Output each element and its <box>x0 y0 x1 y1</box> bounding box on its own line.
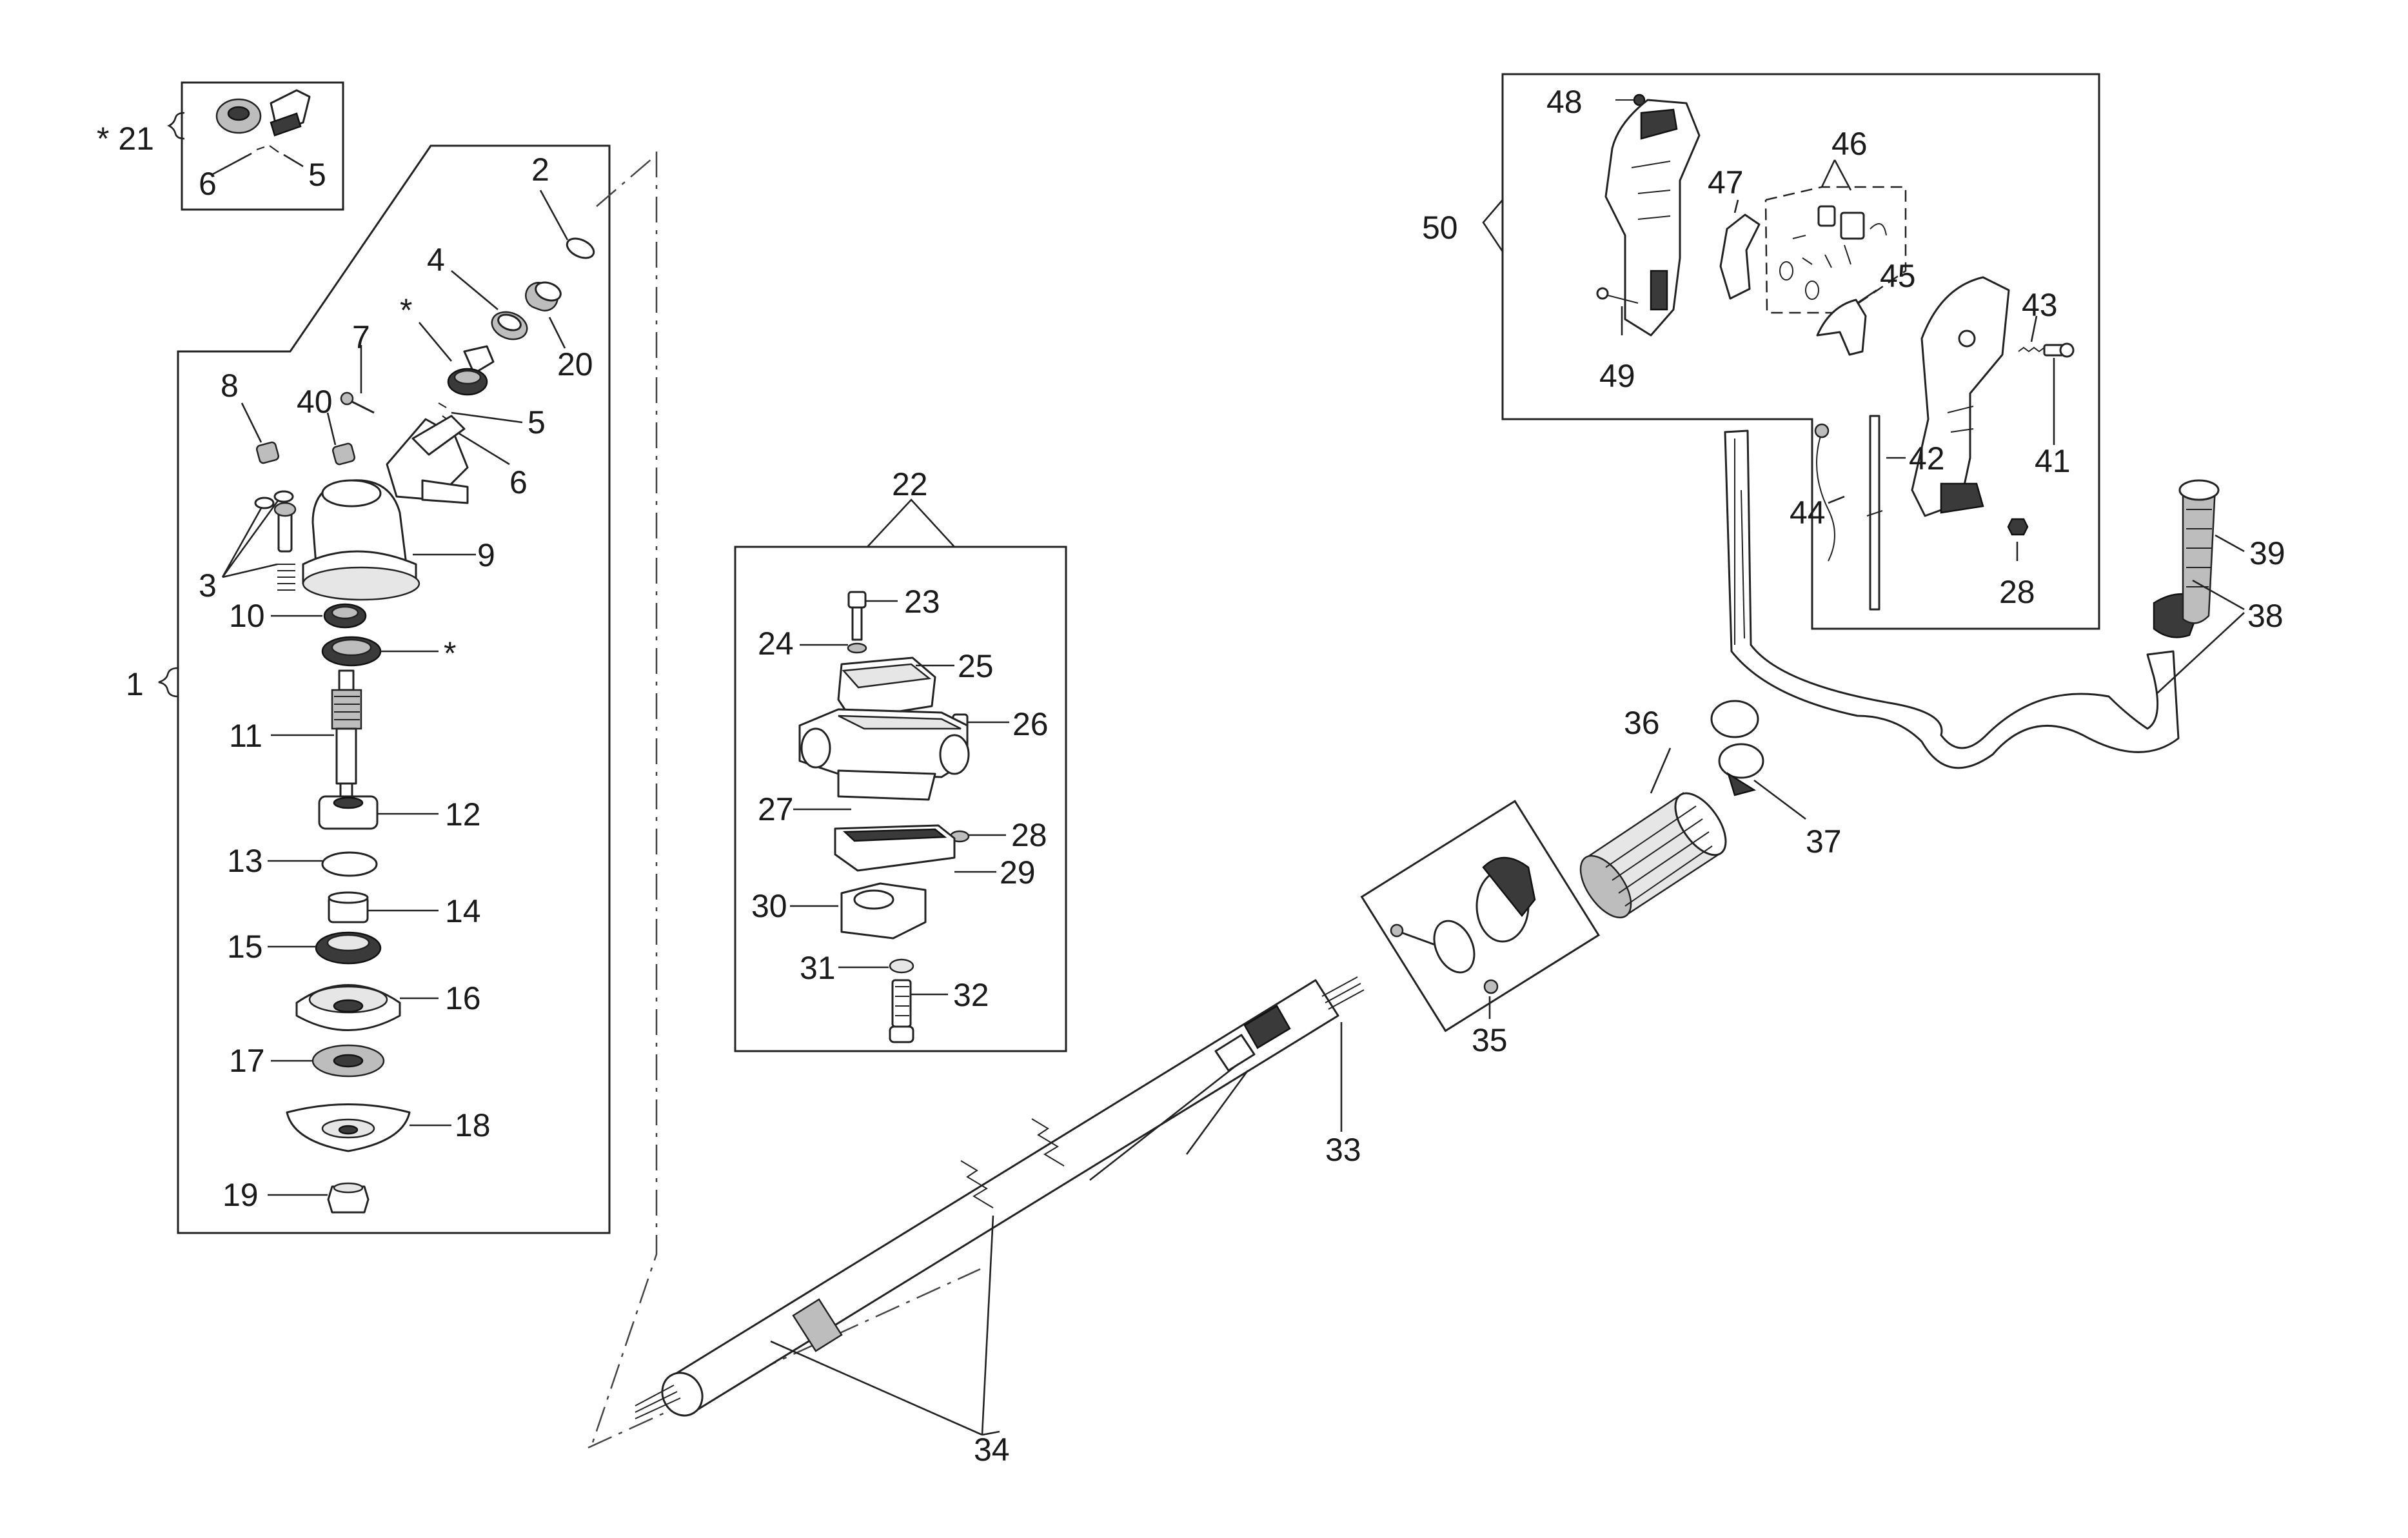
handle-bar <box>1724 429 2180 769</box>
label-22: 22 <box>892 466 928 502</box>
label-34: 34 <box>974 1432 1010 1468</box>
label-37: 37 <box>1806 823 1842 860</box>
label-32: 32 <box>953 977 989 1013</box>
label-14: 14 <box>445 893 481 929</box>
label-star-gear: * <box>400 292 412 328</box>
label-40: 40 <box>297 384 333 420</box>
label-30: 30 <box>751 888 787 924</box>
label-31: 31 <box>800 950 836 986</box>
label-43: 43 <box>2022 287 2058 323</box>
kit-21-box <box>167 81 344 211</box>
clamp-assembly-box <box>734 498 1067 1052</box>
label-5: 5 <box>308 157 326 193</box>
label-38: 38 <box>2247 598 2284 634</box>
label-8: 8 <box>221 368 239 404</box>
label-45: 45 <box>1880 258 1916 294</box>
switch-parts <box>1779 205 1887 300</box>
label-24: 24 <box>758 626 794 662</box>
label-23: 23 <box>904 584 940 620</box>
label-35: 35 <box>1472 1022 1508 1058</box>
label-46: 46 <box>1831 126 1868 162</box>
label-10: 10 <box>229 598 265 634</box>
label-41: 41 <box>2035 443 2071 479</box>
label-36: 36 <box>1624 705 1660 741</box>
part-number-labels: * 21 6 5 2 4 20 * 7 8 40 5 6 9 3 10 * 1 … <box>97 84 2285 1468</box>
label-33: 33 <box>1325 1132 1361 1168</box>
label-6b: 6 <box>509 464 528 500</box>
label-39: 39 <box>2249 535 2285 571</box>
label-19: 19 <box>222 1177 259 1213</box>
label-3: 3 <box>199 567 217 604</box>
label-20: 20 <box>557 346 593 382</box>
gearbox-housing <box>302 415 469 601</box>
label-6: 6 <box>199 166 217 202</box>
label-11: 11 <box>229 718 262 754</box>
label-29: 29 <box>1000 854 1036 891</box>
label-13: 13 <box>227 843 263 879</box>
label-17: 17 <box>229 1043 265 1079</box>
handle-grip <box>2153 479 2220 638</box>
grip-sleeve <box>1579 792 1727 919</box>
label-26: 26 <box>1012 706 1049 742</box>
label-44: 44 <box>1790 495 1826 531</box>
handle-half-right <box>1911 276 2010 517</box>
label-21: * 21 <box>97 121 154 157</box>
label-28b: 28 <box>1999 574 2035 610</box>
label-25: 25 <box>958 648 994 684</box>
label-48: 48 <box>1546 84 1583 120</box>
label-27: 27 <box>758 791 794 827</box>
label-16: 16 <box>445 980 481 1016</box>
label-7: 7 <box>352 319 370 355</box>
label-2: 2 <box>531 152 549 188</box>
label-28a: 28 <box>1011 817 1047 853</box>
label-42: 42 <box>1909 440 1945 477</box>
label-star-b: * <box>444 635 456 671</box>
label-1: 1 <box>126 666 144 702</box>
label-5b: 5 <box>528 404 546 440</box>
throttle-handle-box <box>1482 73 2100 630</box>
drive-shaft-tube <box>635 976 1365 1419</box>
gearbox-assembly-box <box>158 144 981 1449</box>
label-9: 9 <box>477 537 495 573</box>
label-47: 47 <box>1708 164 1744 201</box>
label-4: 4 <box>427 242 445 278</box>
label-18: 18 <box>455 1107 491 1143</box>
label-12: 12 <box>445 796 481 833</box>
label-49: 49 <box>1599 358 1635 394</box>
label-15: 15 <box>227 929 263 965</box>
handle-half-left <box>1604 99 1701 337</box>
label-50: 50 <box>1422 210 1458 246</box>
